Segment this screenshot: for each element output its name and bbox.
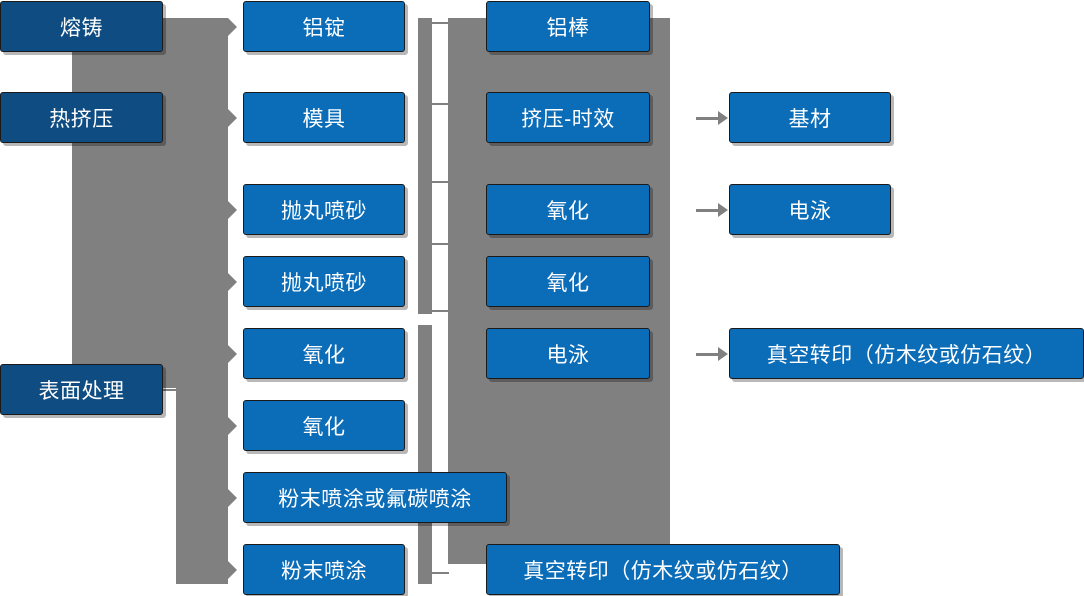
mid-tick-3 — [432, 181, 449, 183]
process-box-c4-3[interactable]: 真空转印（仿木纹或仿石纹） — [729, 328, 1084, 379]
process-label-c2-8: 粉末喷涂 — [281, 559, 367, 583]
stage-label-surface: 表面处理 — [38, 379, 125, 403]
process-label-c4-3: 真空转印（仿木纹或仿石纹） — [766, 343, 1047, 367]
arrow-tip-c2-3 — [228, 201, 237, 219]
arrow-to-c4-3 — [696, 347, 728, 361]
process-label-c2-4: 抛丸喷砂 — [281, 271, 367, 295]
stage-box-melting[interactable]: 熔铸 — [0, 1, 163, 52]
arrow-tip-c2-4 — [228, 273, 237, 291]
arrow-tip-c2-6 — [228, 417, 237, 435]
mid-tick-5 — [432, 310, 449, 312]
mid-tick-4 — [432, 243, 449, 245]
stage-label-melting: 熔铸 — [60, 16, 103, 40]
process-box-c2-1[interactable]: 铝锭 — [243, 1, 405, 52]
process-box-c2-8[interactable]: 粉末喷涂 — [243, 544, 405, 595]
chevron-down-to-surface — [72, 330, 86, 338]
mid-tick-6 — [432, 572, 449, 574]
process-box-c3-5[interactable]: 电泳 — [486, 328, 650, 379]
left-spine-lower — [176, 388, 228, 584]
process-label-c2-6: 氧化 — [302, 415, 346, 439]
process-box-c2-7[interactable]: 粉末喷涂或氟碳喷涂 — [243, 472, 507, 523]
arrow-tip-c2-7 — [228, 489, 237, 507]
mid-spine-bar-lower — [418, 325, 432, 584]
mid-spine-bar-upper — [418, 18, 432, 314]
arrow-to-c4-2 — [696, 203, 728, 217]
left-spine-band — [72, 18, 228, 388]
process-box-c4-1[interactable]: 基材 — [729, 92, 891, 143]
process-box-c4-2[interactable]: 电泳 — [729, 184, 891, 235]
process-box-c3-2[interactable]: 挤压-时效 — [486, 92, 650, 143]
process-box-c3-1[interactable]: 铝棒 — [486, 1, 650, 52]
process-box-c3-4[interactable]: 氧化 — [486, 256, 650, 307]
process-box-c2-2[interactable]: 模具 — [243, 92, 405, 143]
process-label-c4-1: 基材 — [788, 107, 832, 131]
process-label-c3-2: 挤压-时效 — [521, 107, 615, 131]
process-box-c2-6[interactable]: 氧化 — [243, 400, 405, 451]
process-box-c3-3[interactable]: 氧化 — [486, 184, 650, 235]
mid-tick-2 — [432, 103, 449, 105]
process-label-c2-7: 粉末喷涂或氟碳喷涂 — [278, 487, 472, 511]
arrow-tip-c2-1 — [228, 18, 237, 36]
process-box-c3-6[interactable]: 真空转印（仿木纹或仿石纹） — [486, 544, 840, 595]
arrow-tip-c2-5 — [228, 345, 237, 363]
process-box-c2-4[interactable]: 抛丸喷砂 — [243, 256, 405, 307]
process-label-c3-3: 氧化 — [546, 199, 590, 223]
process-label-c2-1: 铝锭 — [302, 16, 346, 40]
arrow-to-c4-1 — [696, 111, 728, 125]
mid-tick-1 — [432, 22, 449, 24]
process-label-c3-6: 真空转印（仿木纹或仿石纹） — [523, 559, 803, 583]
process-label-c3-4: 氧化 — [546, 271, 590, 295]
arrow-tip-c2-8 — [228, 561, 237, 579]
process-label-c3-1: 铝棒 — [546, 16, 590, 40]
process-label-c4-2: 电泳 — [788, 199, 832, 223]
process-label-c2-3: 抛丸喷砂 — [281, 199, 367, 223]
process-box-c2-5[interactable]: 氧化 — [243, 328, 405, 379]
process-label-c2-2: 模具 — [302, 107, 346, 131]
arrow-tip-c2-2 — [228, 109, 237, 127]
stage-box-extrusion[interactable]: 热挤压 — [0, 92, 163, 143]
chevron-down-to-extrusion — [72, 74, 86, 82]
process-label-c3-5: 电泳 — [546, 343, 590, 367]
stage-label-extrusion: 热挤压 — [49, 107, 114, 131]
process-label-c2-5: 氧化 — [302, 343, 346, 367]
process-box-c2-3[interactable]: 抛丸喷砂 — [243, 184, 405, 235]
surface-stage-link — [163, 389, 185, 391]
stage-box-surface[interactable]: 表面处理 — [0, 364, 163, 415]
